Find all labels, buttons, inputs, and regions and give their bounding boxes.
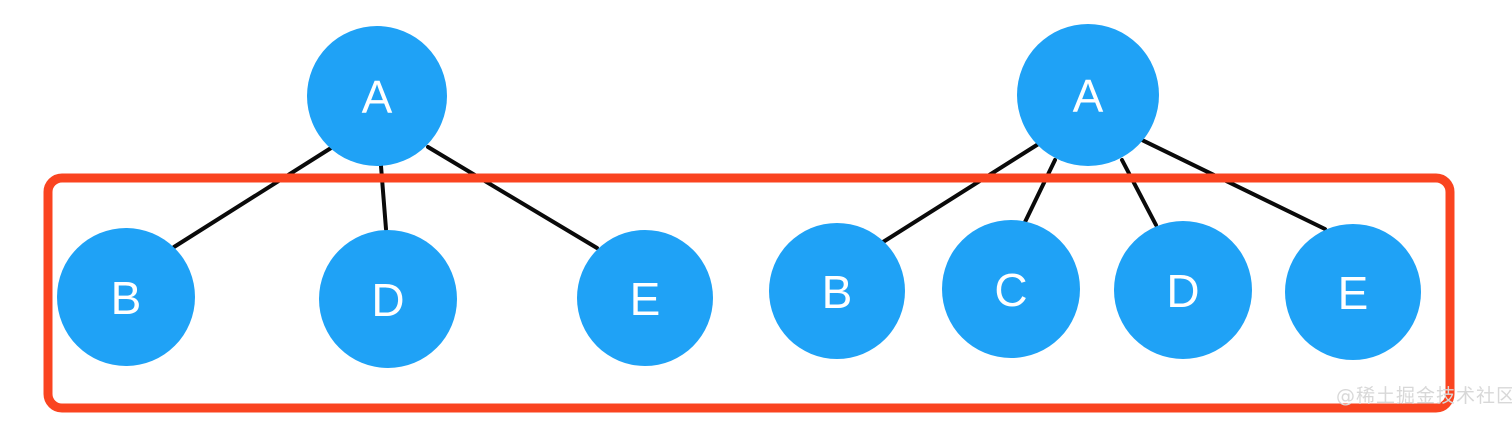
node-label-right-a: A <box>1073 70 1104 122</box>
node-circle-left-b[interactable] <box>57 228 195 366</box>
nodes-layer: A B D E A B C D E <box>57 24 1421 368</box>
node-circle-left-a[interactable] <box>307 26 447 166</box>
tree-node-right-e[interactable]: E <box>1285 224 1421 360</box>
tree-edge-left-a-to-left-e <box>426 145 599 250</box>
tree-node-left-a[interactable]: A <box>307 26 447 166</box>
tree-edge-left-a-to-left-b <box>172 146 333 249</box>
tree-edge-right-a-to-right-e <box>1140 138 1327 231</box>
tree-node-right-d[interactable]: D <box>1114 221 1252 359</box>
node-label-right-e: E <box>1338 267 1369 319</box>
node-circle-right-b[interactable] <box>769 223 905 359</box>
node-label-left-d: D <box>371 274 404 326</box>
leaf-row-highlight-box <box>43 173 1455 413</box>
tree-node-left-b[interactable]: B <box>57 228 195 366</box>
node-label-left-b: B <box>111 272 142 324</box>
node-label-right-d: D <box>1166 265 1199 317</box>
node-circle-right-a[interactable] <box>1017 24 1159 166</box>
node-circle-left-d[interactable] <box>319 230 457 368</box>
node-circle-right-d[interactable] <box>1114 221 1252 359</box>
tree-edge-right-a-to-right-d <box>1120 158 1158 227</box>
edges-layer <box>172 138 1327 250</box>
highlight-layer <box>43 173 1455 413</box>
node-circle-right-c[interactable] <box>942 220 1080 358</box>
tree-edge-right-a-to-right-c <box>1023 158 1057 224</box>
watermark-label: @稀土掘金技术社区 <box>1336 385 1512 407</box>
tree-node-right-a[interactable]: A <box>1017 24 1159 166</box>
tree-node-left-d[interactable]: D <box>319 230 457 368</box>
node-label-right-b: B <box>822 266 853 318</box>
node-circle-right-e[interactable] <box>1285 224 1421 360</box>
node-label-left-a: A <box>362 71 393 123</box>
tree-edge-right-a-to-right-b <box>881 141 1042 244</box>
node-circle-left-e[interactable] <box>577 230 713 366</box>
tree-node-right-c[interactable]: C <box>942 220 1080 358</box>
tree-node-left-e[interactable]: E <box>577 230 713 366</box>
node-label-left-e: E <box>630 273 661 325</box>
node-label-right-c: C <box>994 264 1027 316</box>
tree-node-right-b[interactable]: B <box>769 223 905 359</box>
